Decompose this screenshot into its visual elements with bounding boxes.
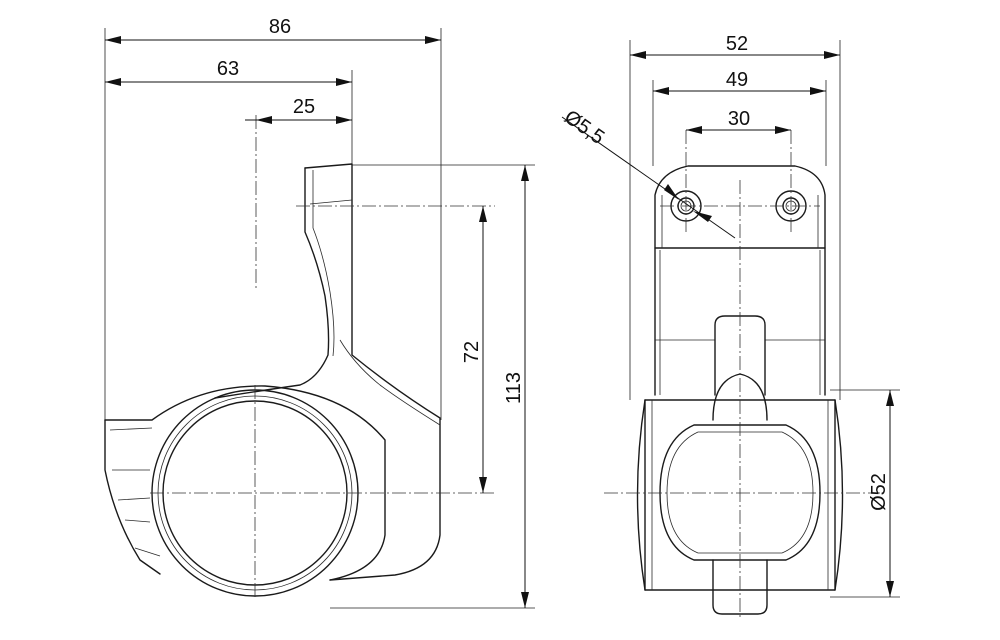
dim-30-label: 30: [728, 108, 750, 130]
dim-86-label: 86: [269, 16, 291, 38]
front-view-body: [654, 247, 826, 396]
dim-hole-diameter-label: Ø5,5: [560, 106, 608, 149]
dim-72-label: 72: [461, 341, 483, 363]
front-view-tube-opening: [659, 424, 821, 561]
dim-25-label: 25: [293, 96, 315, 118]
front-view: 52 49 30 Ø5,5 Ø52: [560, 33, 900, 620]
dim-tube-diameter-label: Ø52: [868, 473, 890, 511]
dim-113-label: 113: [503, 372, 525, 404]
dim-63-label: 63: [217, 58, 239, 80]
dim-52-top-label: 52: [726, 33, 748, 55]
dim-49-label: 49: [726, 69, 748, 91]
front-view-bottom-lug: [712, 559, 768, 615]
side-view-clamp-body: [104, 385, 386, 581]
side-view: 86 63 25 72 113: [104, 16, 535, 609]
side-view-bracket-front-face: [214, 167, 330, 399]
side-view-bracket-outline: [304, 163, 441, 581]
